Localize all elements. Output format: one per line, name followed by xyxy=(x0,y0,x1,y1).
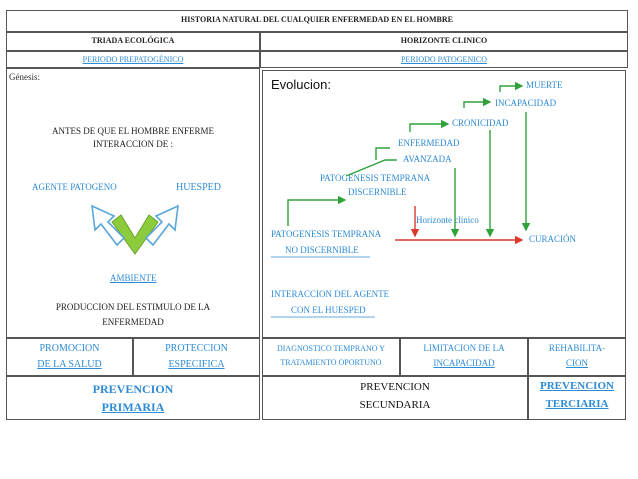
secondary-prevention-label-2: SECUNDARIA xyxy=(359,399,431,411)
promotion-box xyxy=(6,338,133,376)
protection-label-2: ESPECIFICA xyxy=(168,359,225,370)
left-heading-box xyxy=(6,32,260,51)
chronicity-label: CRONICIDAD xyxy=(452,118,509,128)
early-nondiscernible-label-1: PATOGENESIS TEMPRANA xyxy=(271,229,382,239)
early-discernible-label-1: PATOGENESIS TEMPRANA xyxy=(320,173,431,183)
pathogenic-period: PERIODO PATOGENICO xyxy=(400,55,487,64)
left-period-box xyxy=(6,51,260,68)
rehabilitation-label-2: CION xyxy=(566,358,588,368)
secondary-prevention-label-1: PREVENCION xyxy=(360,381,430,393)
right-heading-box xyxy=(260,32,628,51)
interaction-label-2: CON EL HUESPED xyxy=(291,305,366,315)
cure-label: CURACIÓN xyxy=(529,234,577,244)
before-illness-text: ANTES DE QUE EL HOMBRE ENFERME xyxy=(52,126,214,136)
rehabilitation-label-1: REHABILITA- xyxy=(548,343,606,353)
tertiary-prevention-label-2: TERCIARIA xyxy=(545,398,609,410)
promotion-label-2: DE LA SALUD xyxy=(37,359,102,370)
early-nondiscernible-label-2: NO DISCERNIBLE xyxy=(285,245,359,255)
page-title: HISTORIA NATURAL DEL CUALQUIER ENFERMEDA… xyxy=(181,15,453,24)
rehabilitation-box xyxy=(528,338,626,376)
clinical-horizon-label: Horizonte clínico xyxy=(416,215,479,225)
primary-prevention-box xyxy=(6,376,260,420)
genesis-label: Génesis: xyxy=(9,72,40,82)
disability-label: INCAPACIDAD xyxy=(495,98,557,108)
stimulus-text-1: PRODUCCION DEL ESTIMULO DE LA xyxy=(55,302,211,312)
primary-prevention-label-1: PREVENCION xyxy=(92,382,174,396)
clinical-horizon-heading: HORIZONTE CLINICO xyxy=(400,36,488,45)
promotion-label-1: PROMOCION xyxy=(39,343,100,354)
prepathogenic-period: PERIODO PREPATOGÉNICO xyxy=(82,55,184,64)
title-bar xyxy=(6,10,628,32)
advanced-disease-label-2: AVANZADA xyxy=(403,154,452,164)
limitation-label-2: INCAPACIDAD xyxy=(433,358,495,368)
protection-box xyxy=(133,338,260,376)
early-discernible-label-2: DISCERNIBLE xyxy=(348,187,407,197)
protection-label-1: PROTECCION xyxy=(165,343,228,354)
death-label: MUERTE xyxy=(526,80,563,90)
evolution-panel xyxy=(262,70,626,338)
interaction-of-text: INTERACCION DE : xyxy=(93,139,173,149)
tertiary-prevention-box xyxy=(528,376,626,420)
primary-prevention-label-2: PRIMARIA xyxy=(101,400,165,414)
advanced-disease-label-1: ENFERMEDAD xyxy=(398,138,460,148)
secondary-prevention-box xyxy=(262,376,528,420)
host-label: HUESPED xyxy=(176,182,222,193)
diagnosis-label-2: TRATAMIENTO OPORTUNO xyxy=(280,358,382,367)
limitation-label-1: LIMITACION DE LA xyxy=(423,343,505,353)
genesis-panel xyxy=(6,68,260,338)
diagnosis-box xyxy=(262,338,400,376)
evolution-label: Evolucion: xyxy=(271,77,331,92)
diagnosis-label-1: DIAGNOSTICO TEMPRANO Y xyxy=(276,344,385,353)
tertiary-prevention-label-1: PREVENCION xyxy=(540,380,614,392)
limitation-box xyxy=(400,338,528,376)
triad-heading: TRIADA ECOLÓGICA xyxy=(91,36,175,45)
interaction-label-1: INTERACCION DEL AGENTE xyxy=(271,289,390,299)
right-period-box xyxy=(260,51,628,68)
stimulus-text-2: ENFERMEDAD xyxy=(102,317,164,327)
agent-label: AGENTE PATOGENO xyxy=(32,182,117,192)
environment-label: AMBIENTE xyxy=(110,273,157,283)
